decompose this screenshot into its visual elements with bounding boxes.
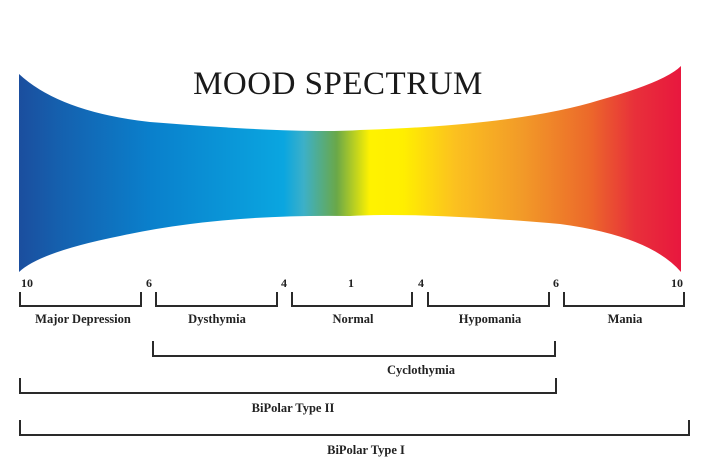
mood-label: Major Depression — [35, 312, 131, 326]
mood-label: Normal — [332, 312, 374, 326]
spectrum-band — [19, 66, 681, 272]
mood-bracket — [427, 292, 550, 307]
mood-label: Dysthymia — [188, 312, 246, 326]
disorder-label: BiPolar Type I — [327, 443, 405, 457]
scale-number: 4 — [418, 276, 424, 290]
page-title: MOOD SPECTRUM — [193, 66, 483, 102]
scale-number: 10 — [671, 276, 683, 290]
scale-number: 4 — [281, 276, 287, 290]
mood-bracket — [291, 292, 413, 307]
disorder-label: Cyclothymia — [386, 363, 456, 377]
disorder-bracket — [19, 378, 557, 394]
mood-bracket — [155, 292, 278, 307]
disorder-label: BiPolar Type II — [251, 401, 335, 415]
mood-label: Mania — [607, 312, 643, 326]
mood-bracket — [563, 292, 685, 307]
disorder-bracket — [152, 341, 556, 357]
scale-number: 6 — [553, 276, 559, 290]
mood-bracket — [19, 292, 142, 307]
disorder-bracket — [19, 420, 690, 436]
scale-number: 6 — [146, 276, 152, 290]
scale-number: 1 — [348, 276, 354, 290]
scale-number: 10 — [21, 276, 33, 290]
mood-label: Hypomania — [458, 312, 522, 326]
